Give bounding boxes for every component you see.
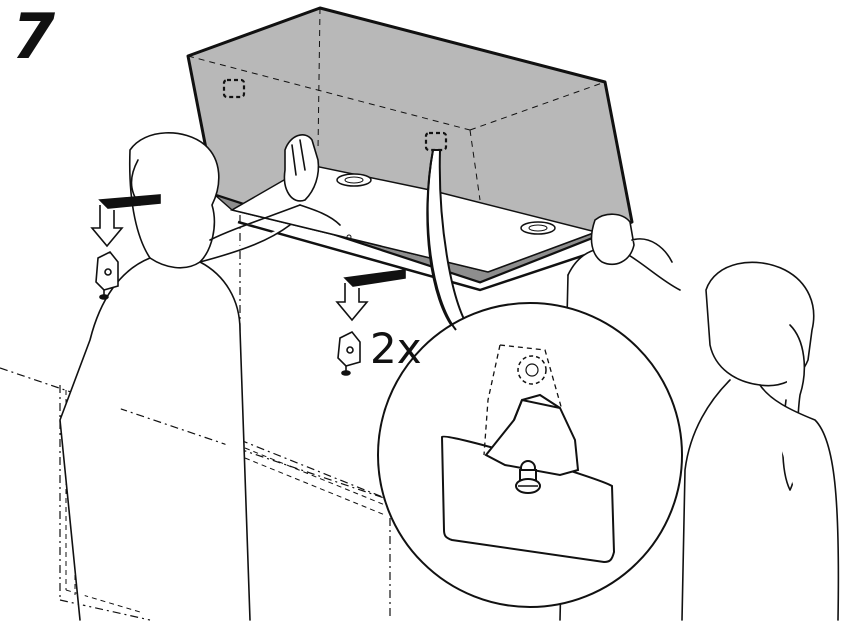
person-left xyxy=(60,133,340,620)
mounting-bracket-icon-right xyxy=(338,332,360,375)
quantity-label: 2x xyxy=(370,328,422,370)
step-number: 7 xyxy=(12,6,55,68)
down-arrow-right xyxy=(337,270,405,320)
wall-cabinet-outline xyxy=(0,215,390,620)
hood-light-right xyxy=(521,222,555,234)
range-hood xyxy=(188,8,632,290)
hood-light-left xyxy=(337,174,371,186)
